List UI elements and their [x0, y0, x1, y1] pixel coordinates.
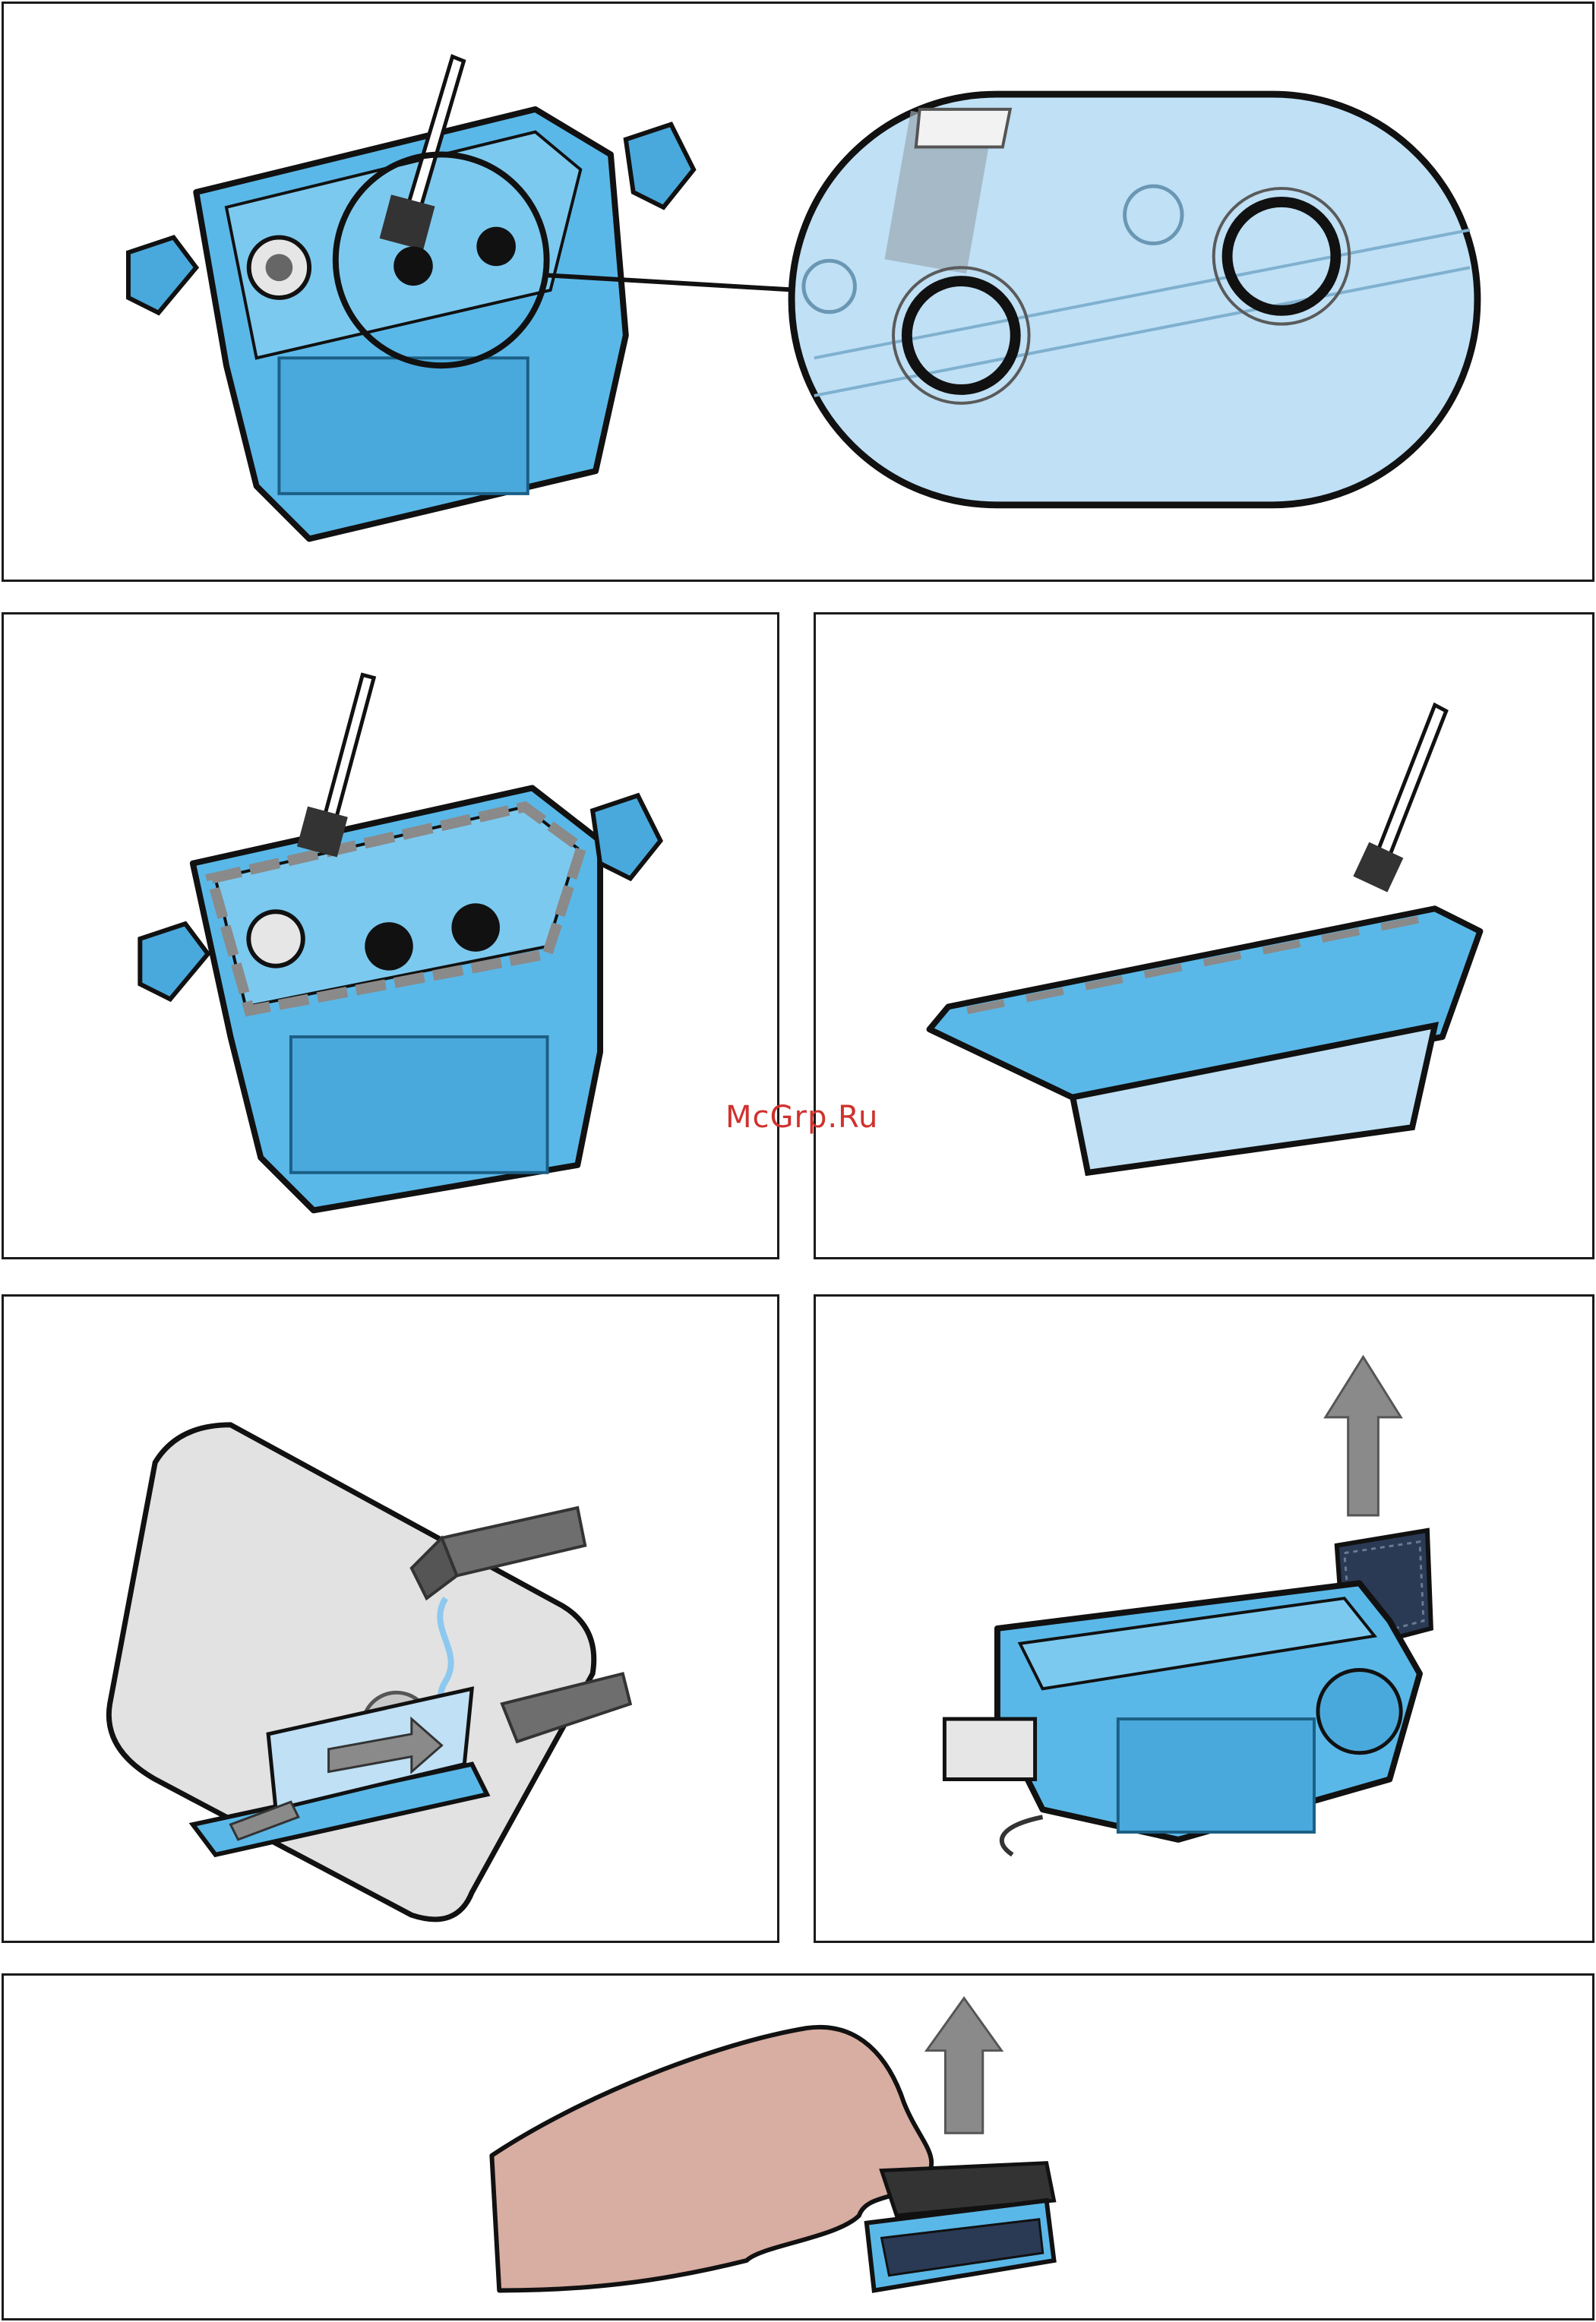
illustration-sink-rinse: [4, 1297, 777, 1941]
panel-brush-outlet-holes: [2, 2, 1594, 582]
illustration-hand-filter: [4, 1976, 1592, 2318]
arrow-up-icon: [927, 1998, 1002, 2134]
brush-icon: [1353, 705, 1446, 892]
illustration-filter-removal: [816, 1297, 1592, 1941]
panel-rinse-under-tap: [2, 1294, 779, 1943]
hand-icon: [491, 2027, 931, 2291]
panel-brush-inner-rim: [2, 612, 779, 1259]
illustration-housing-rim: [4, 614, 777, 1257]
sink: [109, 1425, 593, 1919]
arrow-up-icon: [1326, 1357, 1401, 1515]
panel-remove-filter: [814, 1294, 1594, 1943]
watermark-text: McGrp.Ru: [725, 1100, 878, 1135]
panel-brush-lid-seal: [814, 612, 1594, 1259]
inset-magnified-view: [792, 94, 1477, 505]
robot-base: [944, 1583, 1420, 1854]
panel-hand-lift-filter: [2, 1973, 1594, 2320]
housing-body: [128, 109, 694, 539]
illustration-lid: [816, 614, 1592, 1257]
illustration-housing-with-inset: [4, 4, 1592, 580]
filter-cover: [867, 2163, 1054, 2291]
